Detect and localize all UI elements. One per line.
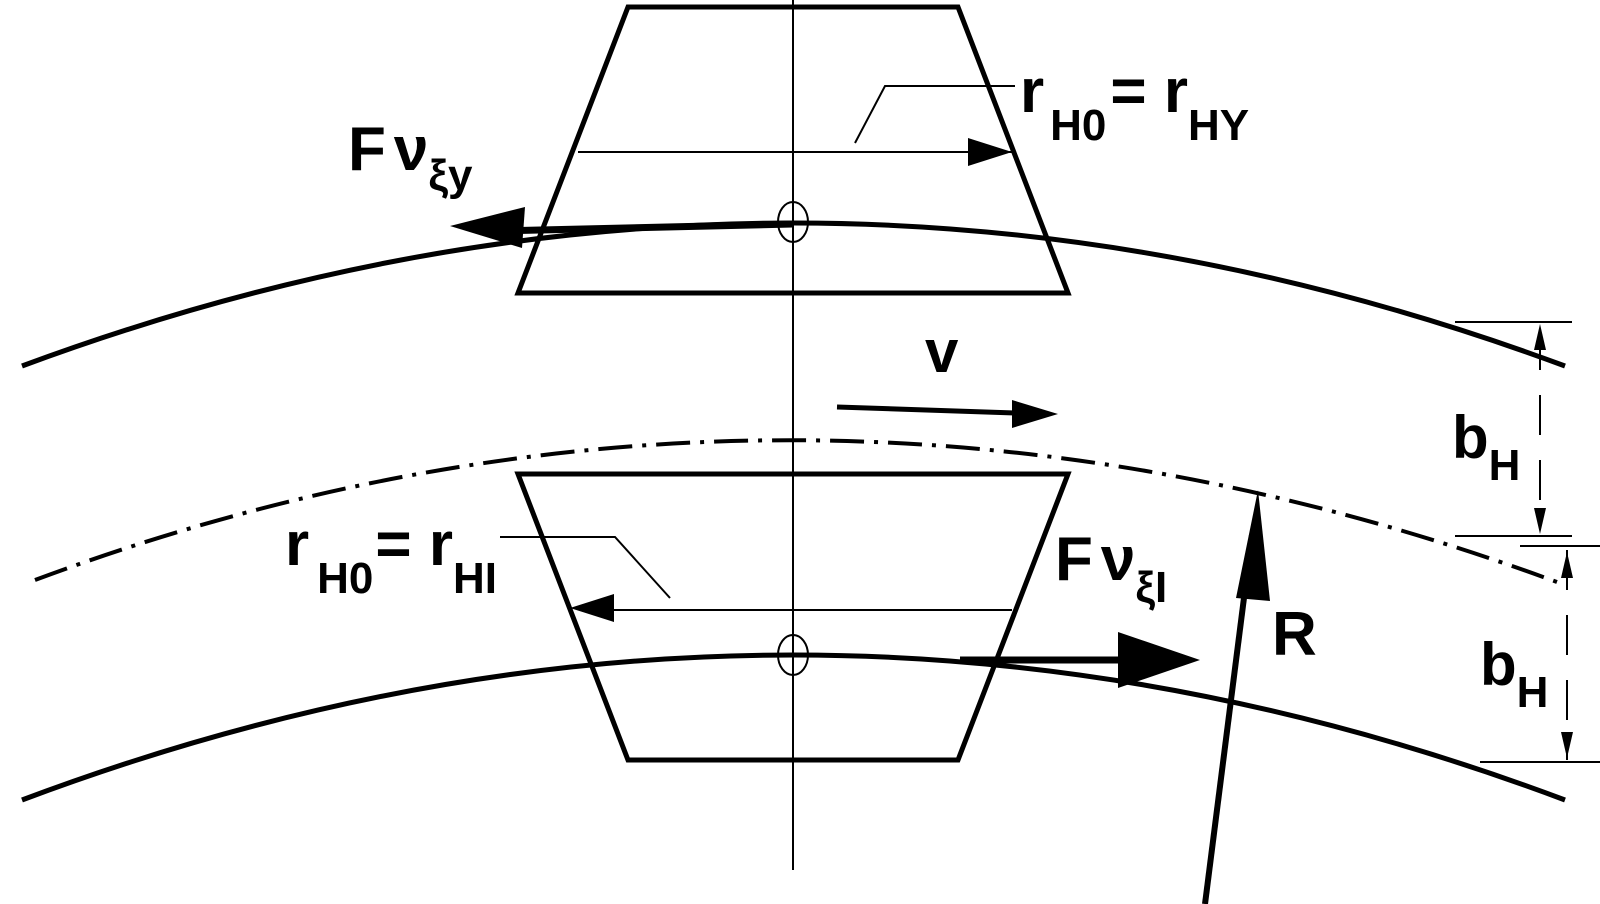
upper-arc	[21, 220, 1566, 369]
velocity-arrow	[836, 404, 1016, 416]
dim-upper-arrow-bottom	[1534, 508, 1546, 534]
lower-radius-leader	[500, 536, 671, 599]
upper-radius-arrowhead	[968, 138, 1012, 166]
upper-force-arrowhead	[450, 207, 525, 248]
lower-force-arrowhead	[1118, 632, 1200, 688]
b-upper-label: bH	[1452, 404, 1520, 490]
upper-block	[514, 4, 1072, 296]
b-lower-label: bH	[1480, 631, 1548, 717]
radius-R-arrowhead	[1236, 490, 1270, 601]
upper-radius-leader	[854, 85, 1015, 144]
lower-centroid	[777, 634, 809, 676]
lower-block	[514, 471, 1072, 763]
pitch-arc-dashdot	[34, 438, 1566, 587]
upper-force-arrow	[499, 220, 794, 235]
dim-lower-arrow-top	[1561, 552, 1573, 578]
dim-upper-arrow-top	[1534, 324, 1546, 350]
lower-arc	[21, 652, 1566, 803]
radius-R-label: R	[1272, 600, 1317, 669]
velocity-arrowhead	[1012, 400, 1058, 428]
dim-lower-arrow-bottom	[1561, 732, 1573, 758]
lower-radius-arrowhead	[570, 594, 614, 622]
velocity-label: v	[925, 318, 959, 385]
